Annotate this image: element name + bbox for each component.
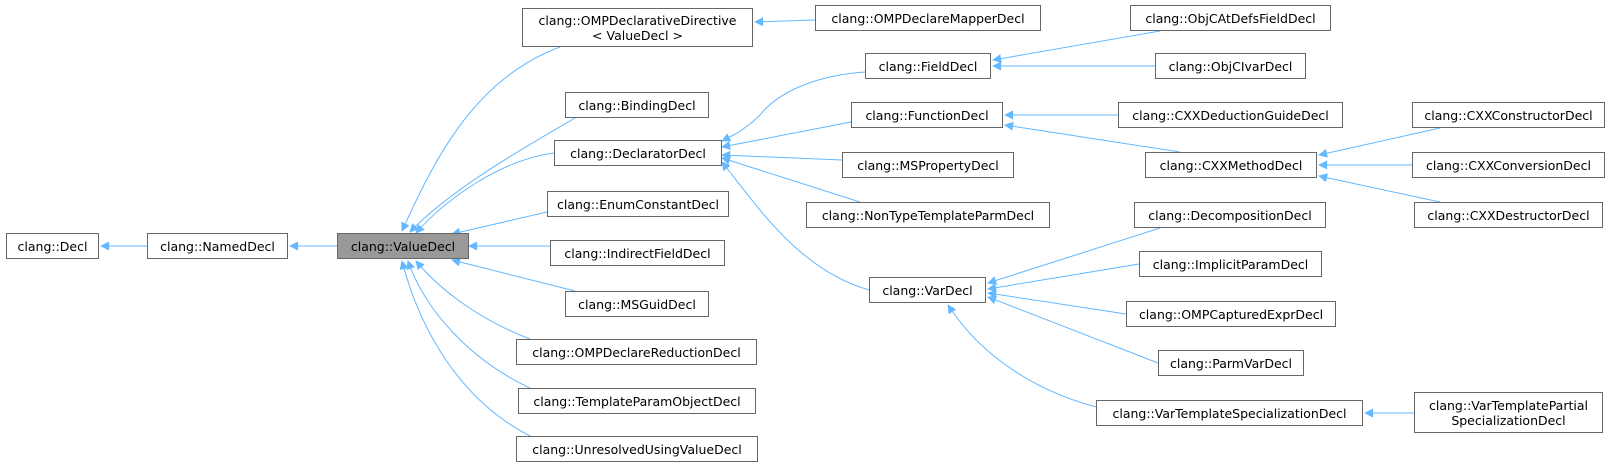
- edge-field-from-objcatdefs: [992, 30, 1161, 64]
- edge-var-from-implicitparam: [987, 263, 1140, 293]
- node-value-decl: clang::ValueDecl: [337, 233, 469, 259]
- node-template-param-object-decl[interactable]: clang::TemplateParamObjectDecl: [518, 388, 756, 414]
- node-cxx-destructor-decl[interactable]: clang::CXXDestructorDecl: [1414, 202, 1603, 228]
- node-omp-declare-reduction-decl[interactable]: clang::OMPDeclareReductionDecl: [516, 339, 757, 365]
- node-unresolved-using-value-decl[interactable]: clang::UnresolvedUsingValueDecl: [516, 436, 758, 462]
- node-cxx-constructor-decl[interactable]: clang::CXXConstructorDecl: [1412, 102, 1605, 128]
- node-ms-property-decl[interactable]: clang::MSPropertyDecl: [842, 152, 1014, 178]
- node-declarator-decl[interactable]: clang::DeclaratorDecl: [554, 140, 722, 166]
- node-msguid-decl[interactable]: clang::MSGuidDecl: [565, 291, 709, 317]
- node-omp-declare-mapper-decl[interactable]: clang::OMPDeclareMapperDecl: [815, 5, 1041, 31]
- edge-declarator-from-var: [721, 161, 870, 291]
- node-implicit-param-decl[interactable]: clang::ImplicitParamDecl: [1139, 251, 1322, 277]
- edge-var-from-vartemplspec: [947, 304, 1111, 411]
- edge-value-from-binding: [409, 117, 576, 233]
- node-var-template-partial-specialization-decl[interactable]: clang::VarTemplatePartial Specialization…: [1414, 392, 1603, 433]
- node-cxx-method-decl[interactable]: clang::CXXMethodDecl: [1145, 152, 1317, 178]
- edge-value-from-unresolved: [399, 260, 531, 437]
- node-var-decl[interactable]: clang::VarDecl: [869, 277, 986, 303]
- node-decomposition-decl[interactable]: clang::DecompositionDecl: [1134, 202, 1326, 228]
- edge-value-from-declarator: [415, 152, 555, 234]
- edge-declarator-from-field: [721, 71, 866, 142]
- edge-function-from-method: [1004, 121, 1181, 153]
- edge-declarator-from-nontype: [721, 156, 861, 203]
- node-non-type-template-parm-decl[interactable]: clang::NonTypeTemplateParmDecl: [806, 202, 1050, 228]
- node-objc-atdefs-field-decl[interactable]: clang::ObjCAtDefsFieldDecl: [1130, 5, 1331, 31]
- node-objc-ivar-decl[interactable]: clang::ObjCIvarDecl: [1155, 53, 1306, 79]
- node-field-decl[interactable]: clang::FieldDecl: [865, 53, 991, 79]
- edge-method-from-ctor: [1318, 127, 1441, 158]
- edge-declarator-from-function: [721, 121, 852, 150]
- node-cxx-conversion-decl[interactable]: clang::CXXConversionDecl: [1412, 152, 1605, 178]
- edge-value-from-ompreduction: [415, 260, 531, 340]
- node-cxx-deduction-guide-decl[interactable]: clang::CXXDeductionGuideDecl: [1118, 102, 1343, 128]
- edge-ompdecldir-from-ompmapper: [754, 17, 816, 27]
- edge-value-from-enumconst: [451, 208, 561, 237]
- edge-value-from-msguid: [451, 257, 576, 292]
- node-named-decl[interactable]: clang::NamedDecl: [147, 233, 288, 259]
- edge-method-from-dtor: [1318, 173, 1441, 203]
- node-enum-constant-decl[interactable]: clang::EnumConstantDecl: [547, 191, 729, 217]
- node-function-decl[interactable]: clang::FunctionDecl: [851, 102, 1003, 128]
- node-omp-captured-expr-decl[interactable]: clang::OMPCapturedExprDecl: [1126, 301, 1336, 327]
- node-indirect-field-decl[interactable]: clang::IndirectFieldDecl: [550, 240, 725, 266]
- edge-var-from-parmvar: [987, 295, 1159, 364]
- node-var-template-specialization-decl[interactable]: clang::VarTemplateSpecializationDecl: [1096, 400, 1363, 426]
- edge-value-from-ompdecldir: [401, 46, 561, 232]
- edge-value-from-templparamobj: [406, 260, 531, 389]
- node-decl[interactable]: clang::Decl: [6, 233, 99, 259]
- edge-var-from-ompcaptured: [987, 289, 1127, 315]
- node-binding-decl[interactable]: clang::BindingDecl: [565, 92, 709, 118]
- node-omp-declarative-directive[interactable]: clang::OMPDeclarativeDirective < ValueDe…: [522, 8, 753, 47]
- node-parm-var-decl[interactable]: clang::ParmVarDecl: [1158, 350, 1304, 376]
- edge-var-from-decomposition: [987, 227, 1161, 285]
- edge-declarator-from-msproperty: [721, 150, 843, 161]
